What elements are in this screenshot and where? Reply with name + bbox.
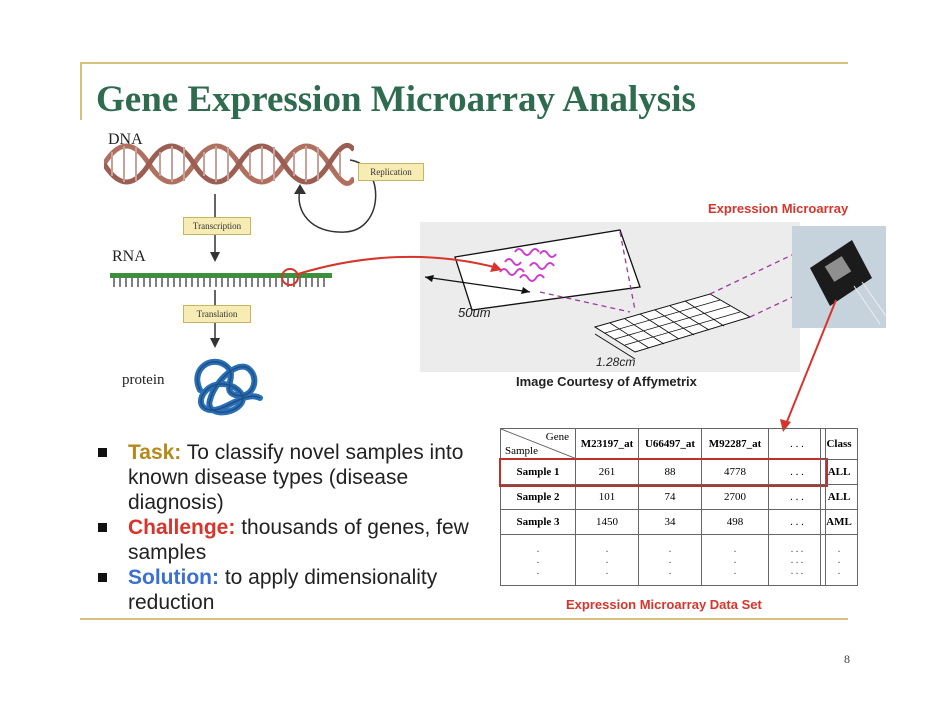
slide-title: Gene Expression Microarray Analysis (96, 79, 696, 120)
gene-header: M23197_at (575, 428, 639, 460)
value-cell: 4778 (701, 459, 769, 485)
bullet-keyword: Solution: (128, 566, 219, 589)
class-header: Class (820, 428, 858, 460)
table-header-row: Gene Sample M23197_at U66497_at M92287_a… (500, 428, 826, 460)
class-cell: ALL (820, 484, 858, 510)
class-table: Class ALL ALL AML ... (820, 428, 858, 586)
translation-tag: Translation (183, 305, 251, 323)
frame-bottom-line (80, 618, 848, 620)
table-row: Sample 3 1450 34 498 . . . (500, 509, 826, 535)
protein-label: protein (122, 372, 165, 388)
continuation-dots: ... (701, 534, 769, 586)
value-cell: 74 (638, 484, 702, 510)
continuation-dots: ... (820, 534, 858, 586)
table-corner-cell: Gene Sample (500, 428, 577, 460)
page-number: 8 (844, 652, 850, 666)
gene-header: U66497_at (638, 428, 702, 460)
bullet-text: To classify novel samples into known dis… (128, 441, 464, 514)
continuation-dots: ... (500, 534, 576, 586)
continuation-dots: ... (638, 534, 702, 586)
dimension-1-28cm: 1.28cm (596, 355, 636, 369)
dna-label: DNA (108, 131, 143, 148)
continuation-dots: . . .. . .. . . (768, 534, 826, 586)
corner-gene-label: Gene (545, 431, 569, 443)
gene-header-ellipsis: . . . (768, 428, 826, 460)
protein-fold-illustration (194, 358, 263, 416)
rna-strand-illustration (110, 273, 332, 287)
ellipsis-cell: . . . (768, 484, 826, 510)
microarray-chip-photo (792, 226, 887, 328)
bullet-square-icon (98, 448, 107, 457)
bullet-solution: Solution: to apply dimensionality reduct… (96, 565, 488, 615)
ellipsis-cell: . . . (768, 459, 826, 485)
value-cell: 498 (701, 509, 769, 535)
bullet-challenge: Challenge: thousands of genes, few sampl… (96, 515, 488, 565)
rna-label: RNA (112, 248, 146, 265)
sample-name: Sample 1 (500, 459, 576, 485)
corner-sample-label: Sample (505, 445, 538, 457)
value-cell: 88 (638, 459, 702, 485)
bullet-keyword: Challenge: (128, 516, 236, 539)
expression-data-table: Gene Sample M23197_at U66497_at M92287_a… (498, 428, 828, 586)
ellipsis-cell: . . . (768, 509, 826, 535)
class-cell: ALL (820, 459, 858, 485)
bullet-text: to apply dimensionality reduction (128, 566, 438, 614)
value-cell: 261 (575, 459, 639, 485)
microarray-schematic (424, 229, 836, 360)
class-column-wrapper: Class ALL ALL AML ... (820, 428, 858, 586)
replication-tag: Replication (358, 163, 424, 181)
frame-top-line (80, 62, 848, 64)
bullet-keyword: Task: (128, 441, 182, 464)
bullet-task: Task: To classify novel samples into kno… (96, 440, 488, 515)
frame-left-line (80, 62, 82, 120)
continuation-dots: ... (575, 534, 639, 586)
value-cell: 34 (638, 509, 702, 535)
bullet-list: Task: To classify novel samples into kno… (96, 440, 488, 615)
sample-name: Sample 3 (500, 509, 576, 535)
value-cell: 1450 (575, 509, 639, 535)
bullet-square-icon (98, 573, 107, 582)
sample-name: Sample 2 (500, 484, 576, 510)
transcription-tag: Transcription (183, 217, 251, 235)
image-courtesy-caption: Image Courtesy of Affymetrix (516, 374, 697, 389)
table-row: Sample 2 101 74 2700 . . . (500, 484, 826, 510)
gene-header: M92287_at (701, 428, 769, 460)
bullet-square-icon (98, 523, 107, 532)
dimension-50um: 50um (458, 305, 491, 320)
table-row-continued: ... ... ... ... . . .. . .. . . (500, 534, 826, 586)
bullet-text: thousands of genes, few samples (128, 516, 469, 564)
data-set-caption: Expression Microarray Data Set (566, 597, 762, 612)
value-cell: 101 (575, 484, 639, 510)
expression-microarray-caption: Expression Microarray (708, 201, 849, 216)
class-cell: AML (820, 509, 858, 535)
value-cell: 2700 (701, 484, 769, 510)
table-row: Sample 1 261 88 4778 . . . (498, 457, 828, 487)
diagonal-divider (501, 429, 577, 459)
expression-data-table-wrapper: Gene Sample M23197_at U66497_at M92287_a… (498, 428, 828, 586)
dna-helix-illustration (104, 142, 354, 186)
